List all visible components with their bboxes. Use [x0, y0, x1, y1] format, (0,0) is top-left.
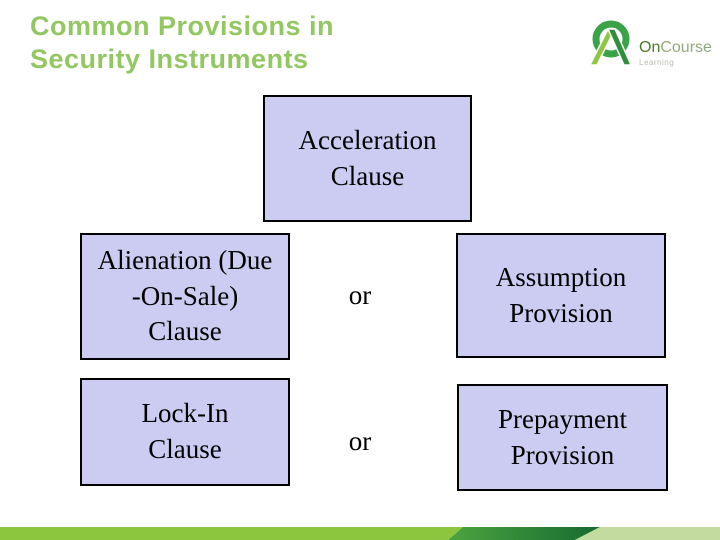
- footer-band: [0, 527, 720, 540]
- logo-on-text: On: [639, 39, 661, 56]
- oncourse-logo-text: OnCourse Learning: [639, 40, 712, 68]
- lock-in-clause-box: Lock-In Clause: [80, 378, 290, 486]
- prepayment-provision-line2: Provision: [510, 439, 615, 470]
- page-title: Common Provisions in Security Instrument…: [30, 10, 334, 76]
- or-connector-1: or: [348, 280, 372, 310]
- band-segment-left: [0, 527, 463, 540]
- alienation-clause-line1: Alienation (Due: [97, 244, 273, 275]
- page-title-line2: Security Instruments: [30, 43, 309, 74]
- acceleration-clause-box: Acceleration Clause: [263, 95, 472, 222]
- band-segment-middle: [448, 527, 600, 540]
- assumption-provision-box: Assumption Provision: [456, 233, 666, 358]
- alienation-clause-line3: Clause: [148, 316, 222, 347]
- prepayment-provision-line1: Prepayment: [498, 403, 627, 434]
- lock-in-clause-line2: Clause: [148, 434, 222, 464]
- oncourse-logo-brand: OnCourse: [639, 40, 712, 56]
- assumption-provision-line1: Assumption: [495, 261, 627, 292]
- prepayment-provision-box: Prepayment Provision: [457, 384, 668, 491]
- or-connector-2: or: [348, 426, 372, 456]
- acceleration-clause-line1: Acceleration: [298, 124, 437, 155]
- lock-in-clause-line1: Lock-In: [141, 398, 229, 429]
- logo-course-text: Course: [660, 39, 712, 56]
- page-title-line1: Common Provisions in: [30, 11, 335, 41]
- logo-learning-text: Learning: [639, 58, 675, 67]
- oncourse-logo-icon: [583, 16, 637, 77]
- acceleration-clause-line2: Clause: [330, 160, 405, 191]
- alienation-clause-line2: -On-Sale): [131, 280, 239, 311]
- alienation-clause-box: Alienation (Due -On-Sale) Clause: [80, 233, 290, 360]
- oncourse-logo: OnCourse Learning: [583, 16, 712, 77]
- assumption-provision-line2: Provision: [509, 297, 613, 328]
- band-segment-right: [575, 527, 720, 540]
